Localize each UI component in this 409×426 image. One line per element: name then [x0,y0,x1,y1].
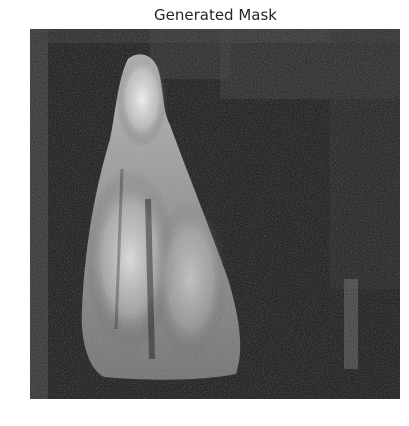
figure-title: Generated Mask [154,6,277,24]
generated-mask-image [30,29,400,399]
